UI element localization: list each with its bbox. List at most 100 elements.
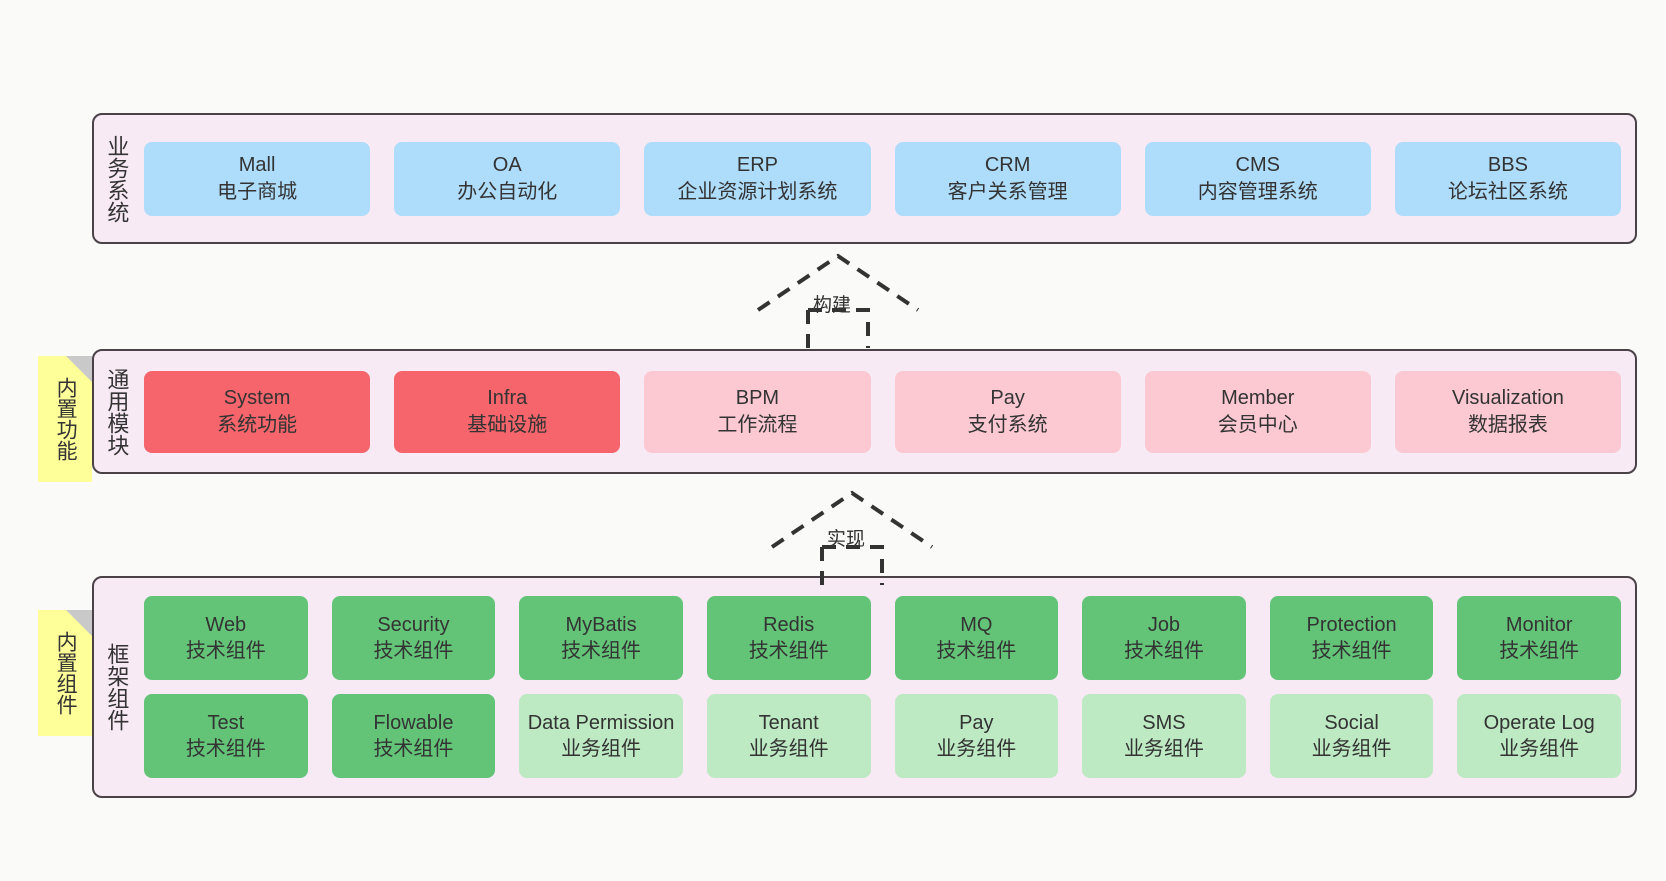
cell-title: Job	[1147, 613, 1181, 636]
framework-component-flowable[interactable]: Flowable 技术组件	[331, 694, 496, 778]
framework-component-mq[interactable]: MQ 技术组件	[894, 596, 1059, 680]
cell-title: System	[223, 387, 291, 410]
cell-subtitle: 数据报表	[1467, 413, 1548, 436]
cell-title: Pay	[959, 711, 994, 734]
cell-title: Member	[1221, 387, 1295, 410]
cell-title: Pay	[990, 387, 1025, 410]
framework-component-security[interactable]: Security 技术组件	[331, 596, 496, 680]
note-builtin-functions-label: 内置功能	[54, 377, 78, 461]
business-system-bbs[interactable]: BBS 论坛社区系统	[1394, 141, 1622, 216]
cell-subtitle: 技术组件	[748, 640, 829, 662]
cell-subtitle: 业务组件	[936, 738, 1017, 760]
cell-title: Tenant	[758, 711, 819, 734]
framework-component-test[interactable]: Test 技术组件	[144, 694, 308, 778]
cell-subtitle: 技术组件	[561, 640, 642, 662]
implement-generalization-arrow	[770, 490, 934, 585]
cell-title: CRM	[984, 154, 1031, 177]
cell-subtitle: 技术组件	[1499, 640, 1580, 662]
cell-title: ERP	[736, 154, 778, 177]
framework-component-redis[interactable]: Redis 技术组件	[706, 596, 871, 680]
cell-subtitle: 客户关系管理	[947, 180, 1068, 203]
cell-title: Redis	[763, 613, 815, 636]
cell-title: Mall	[238, 154, 276, 177]
framework-component-protection[interactable]: Protection 技术组件	[1269, 596, 1434, 680]
framework-component-mybatis[interactable]: MyBatis 技术组件	[519, 596, 683, 680]
note-builtin-components: 内置组件	[38, 610, 92, 736]
cell-subtitle: 业务组件	[1311, 738, 1392, 760]
cell-subtitle: 会员中心	[1217, 413, 1298, 436]
framework-component-web[interactable]: Web 技术组件	[144, 596, 308, 680]
framework-component-sms[interactable]: SMS 业务组件	[1082, 694, 1246, 778]
cell-title: Infra	[487, 387, 528, 410]
common-module-pay[interactable]: Pay 支付系统	[894, 370, 1121, 453]
common-module-member[interactable]: Member 会员中心	[1144, 370, 1371, 453]
layer-common-modules-label: 通用模块	[104, 367, 130, 456]
cell-subtitle: 技术组件	[1123, 640, 1204, 662]
cell-title: Web	[205, 613, 247, 636]
layer-business-systems-body: Mall 电子商城 OA 办公自动化 ERP 企业资源计划系统 CRM 客户关系管理 CMS 内容…	[138, 115, 1635, 242]
cell-subtitle: 电子商城	[217, 180, 298, 203]
note-builtin-functions: 内置功能	[38, 356, 92, 482]
business-system-cms[interactable]: CMS 内容管理系统	[1144, 141, 1371, 216]
cell-subtitle: 技术组件	[185, 640, 266, 662]
cell-title: Operate Log	[1483, 711, 1595, 734]
implement-arrow-label: 实现	[827, 529, 866, 550]
cell-subtitle: 技术组件	[1311, 640, 1392, 662]
cell-title: MQ	[960, 613, 993, 636]
cell-subtitle: 论坛社区系统	[1447, 180, 1568, 203]
note-builtin-components-label: 内置组件	[54, 631, 78, 715]
cell-subtitle: 基础设施	[467, 413, 548, 436]
cell-title: Test	[207, 711, 245, 734]
cell-title: Monitor	[1505, 613, 1573, 636]
cell-title: CMS	[1235, 154, 1280, 177]
layer-framework-components-label: 框架组件	[104, 643, 130, 731]
cell-subtitle: 技术组件	[185, 738, 266, 760]
cell-title: OA	[492, 154, 522, 177]
cell-subtitle: 支付系统	[967, 413, 1048, 436]
framework-component-operate-log[interactable]: Operate Log 业务组件	[1457, 694, 1621, 778]
framework-component-tenant[interactable]: Tenant 业务组件	[706, 694, 871, 778]
cell-title: Social	[1324, 711, 1379, 734]
framework-component-pay[interactable]: Pay 业务组件	[894, 694, 1059, 778]
cell-title: SMS	[1142, 711, 1186, 734]
cell-subtitle: 业务组件	[748, 738, 829, 760]
cell-title: Security	[377, 613, 450, 636]
cell-title: Flowable	[373, 711, 454, 734]
framework-component-monitor[interactable]: Monitor 技术组件	[1457, 596, 1621, 680]
cell-subtitle: 业务组件	[561, 738, 642, 760]
business-system-oa[interactable]: OA 办公自动化	[394, 141, 621, 216]
cell-title: BPM	[735, 387, 780, 410]
cell-subtitle: 办公自动化	[457, 180, 558, 203]
cell-subtitle: 业务组件	[1499, 738, 1580, 760]
framework-component-social[interactable]: Social 业务组件	[1269, 694, 1434, 778]
framework-component-data-permission[interactable]: Data Permission 业务组件	[519, 694, 683, 778]
business-system-mall[interactable]: Mall 电子商城	[144, 141, 371, 216]
cell-subtitle: 技术组件	[373, 738, 454, 760]
common-module-infra[interactable]: Infra 基础设施	[394, 370, 621, 453]
cell-subtitle: 技术组件	[936, 640, 1017, 662]
cell-subtitle: 业务组件	[1123, 738, 1204, 760]
cell-subtitle: 技术组件	[373, 640, 454, 662]
business-systems-row: Mall 电子商城 OA 办公自动化 ERP 企业资源计划系统 CRM 客户关系管理 CMS 内容…	[144, 141, 1622, 216]
cell-title: Data Permission	[527, 711, 675, 734]
business-system-crm[interactable]: CRM 客户关系管理	[894, 141, 1121, 216]
cell-title: MyBatis	[565, 613, 637, 636]
cell-title: BBS	[1487, 154, 1528, 177]
cell-title: Protection	[1306, 613, 1397, 636]
build-arrow-label: 构建	[813, 295, 852, 316]
cell-subtitle: 企业资源计划系统	[677, 180, 838, 203]
cell-subtitle: 内容管理系统	[1197, 180, 1318, 203]
framework-component-job[interactable]: Job 技术组件	[1082, 596, 1246, 680]
business-system-erp[interactable]: ERP 企业资源计划系统	[644, 141, 871, 216]
